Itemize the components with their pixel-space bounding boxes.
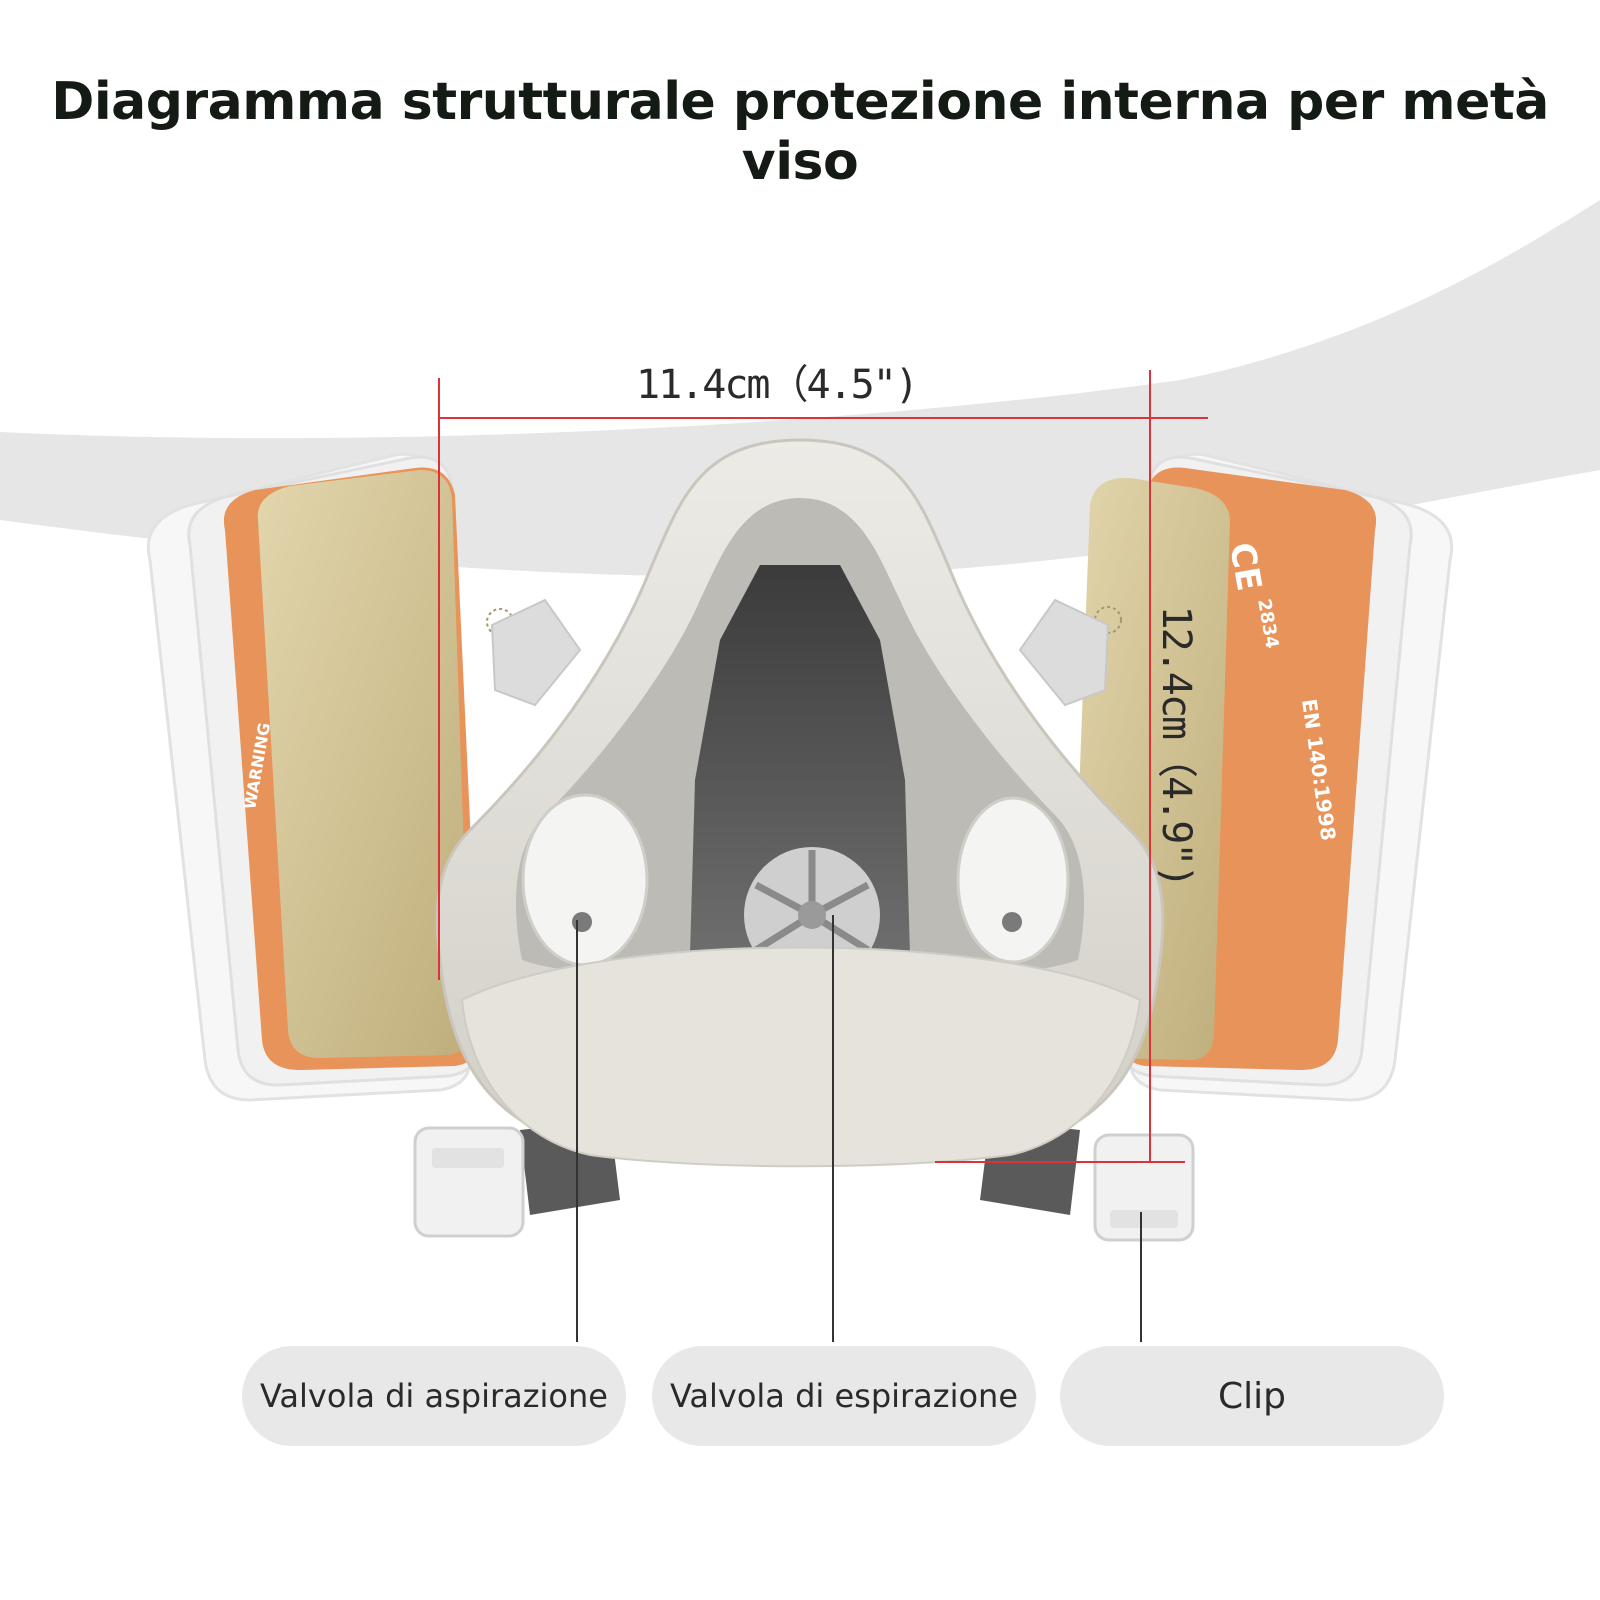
inhalation-valve-right: [956, 796, 1070, 964]
page-title: Diagramma strutturale protezione interna…: [51, 72, 1549, 192]
left-filter-cartridge: WARNING: [146, 452, 514, 1102]
label-clip-text: Clip: [1218, 1375, 1286, 1417]
label-inhalation-valve: Valvola di aspirazione: [242, 1346, 626, 1446]
label-clip: Clip: [1060, 1346, 1444, 1446]
mask-interior: [690, 565, 910, 955]
ce-mark: CE: [1221, 540, 1269, 594]
upper-clips: [490, 598, 1110, 707]
height-dimension-label: 12.4cm（4.9"): [1153, 605, 1199, 887]
callout-lines: [576, 915, 1142, 1342]
inhalation-valve-left: [521, 793, 649, 967]
mask-body: [435, 438, 1165, 1168]
dimension-lines: [438, 370, 1208, 1163]
width-dimension-label: 11.4cm（4.5"): [636, 362, 919, 408]
label-exhalation-valve: Valvola di espirazione: [652, 1346, 1036, 1446]
